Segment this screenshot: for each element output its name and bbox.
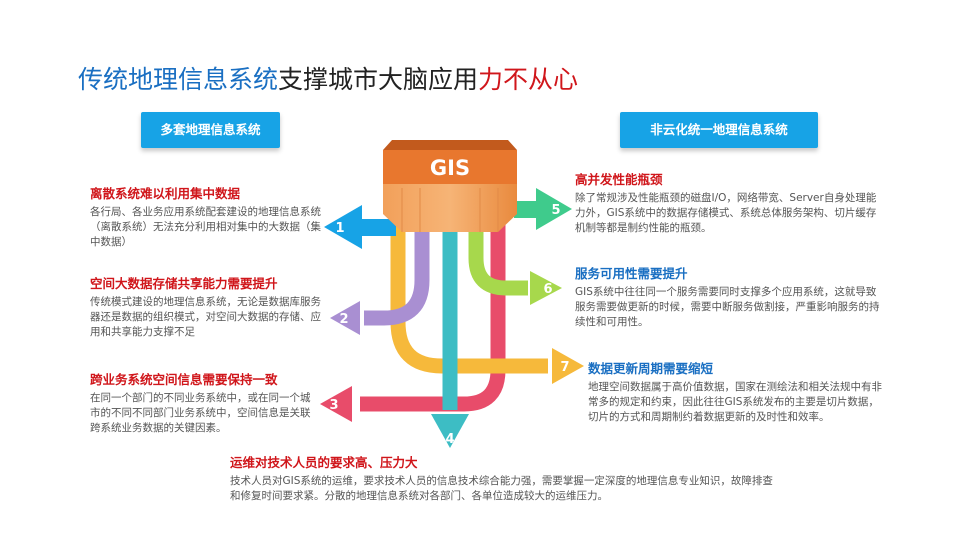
gis-label: GIS xyxy=(430,156,470,180)
item-5: 高并发性能瓶颈 除了常规涉及性能瓶颈的磁盘I/O，网络带宽、Server自身处理… xyxy=(575,172,885,236)
number-2: 2 xyxy=(339,312,348,327)
item-6: 服务可用性需要提升 GIS系统中往往同一个服务需要同时支撑多个应用系统，这就导致… xyxy=(575,266,880,330)
arrow-1-shaft xyxy=(360,219,396,236)
item-6-body: GIS系统中往往同一个服务需要同时支撑多个应用系统，这就导致服务需要做更新的时候… xyxy=(575,286,880,328)
gis-box-top xyxy=(383,140,517,150)
arrow-6-head xyxy=(530,271,562,305)
item-7-body: 地理空间数据属于高价值数据，国家在测绘法和相关法规中有非常多的规定和约束，因此往… xyxy=(588,381,882,423)
item-4-body: 技术人员对GIS系统的运维，要求技术人员的信息技术综合能力强，需要掌握一定深度的… xyxy=(230,475,773,502)
item-5-body: 除了常规涉及性能瓶颈的磁盘I/O，网络带宽、Server自身处理能力外，GIS系… xyxy=(575,192,877,234)
number-3: 3 xyxy=(329,398,338,413)
title-part-red: 力不从心 xyxy=(478,65,579,94)
item-2-heading: 空间大数据存储共享能力需要提升 xyxy=(90,276,278,291)
arrow-2-path xyxy=(364,225,430,326)
title-part-dark: 支撑城市大脑应用 xyxy=(278,65,479,94)
item-2-body: 传统模式建设的地理信息系统，无论是数据库服务器还是数据的组织模式，对空间大数据的… xyxy=(90,296,321,338)
item-3: 跨业务系统空间信息需要保持一致 在同一个部门的不同业务系统中，或在同一个城市的不… xyxy=(90,372,320,436)
page-title: 传统地理信息系统支撑城市大脑应用力不从心 xyxy=(78,60,578,96)
item-4-heading: 运维对技术人员的要求高、压力大 xyxy=(230,455,418,470)
arrow-4-head xyxy=(431,414,469,448)
item-3-body: 在同一个部门的不同业务系统中，或在同一个城市的不同不同部门业务系统中，空间信息是… xyxy=(90,392,311,434)
number-7: 7 xyxy=(560,360,569,375)
arrow-7-head xyxy=(552,348,584,384)
item-4: 运维对技术人员的要求高、压力大 技术人员对GIS系统的运维，要求技术人员的信息技… xyxy=(230,455,782,504)
number-5: 5 xyxy=(551,203,560,218)
item-1: 离散系统难以利用集中数据 各行局、各业务应用系统配套建设的地理信息系统（离散系统… xyxy=(90,186,330,250)
number-1: 1 xyxy=(335,221,344,236)
item-6-heading: 服务可用性需要提升 xyxy=(575,266,688,281)
title-part-blue: 传统地理信息系统 xyxy=(78,65,279,94)
arrow-2-head xyxy=(330,301,360,335)
arrow-1-head xyxy=(324,205,362,249)
gis-box-lower xyxy=(383,184,517,232)
arrow-5-shaft xyxy=(514,201,538,218)
arrow-3-head xyxy=(320,386,352,422)
gis-box-front xyxy=(383,150,517,184)
pill-unified-gis: 非云化统一地理信息系统 xyxy=(620,112,818,148)
item-7-heading: 数据更新周期需要缩短 xyxy=(588,361,714,376)
number-4: 4 xyxy=(445,432,454,447)
number-6: 6 xyxy=(543,282,552,297)
pill-multiple-gis: 多套地理信息系统 xyxy=(141,112,280,148)
arrow-5-head xyxy=(536,188,572,230)
item-1-heading: 离散系统难以利用集中数据 xyxy=(90,186,241,201)
item-7: 数据更新周期需要缩短 地理空间数据属于高价值数据，国家在测绘法和相关法规中有非常… xyxy=(588,361,883,425)
item-1-body: 各行局、各业务应用系统配套建设的地理信息系统（离散系统）无法充分利用相对集中的大… xyxy=(90,206,321,248)
item-3-heading: 跨业务系统空间信息需要保持一致 xyxy=(90,372,278,387)
item-2: 空间大数据存储共享能力需要提升 传统模式建设的地理信息系统，无论是数据库服务器还… xyxy=(90,276,330,340)
arrow-6-path xyxy=(468,225,528,296)
item-5-heading: 高并发性能瓶颈 xyxy=(575,172,663,187)
